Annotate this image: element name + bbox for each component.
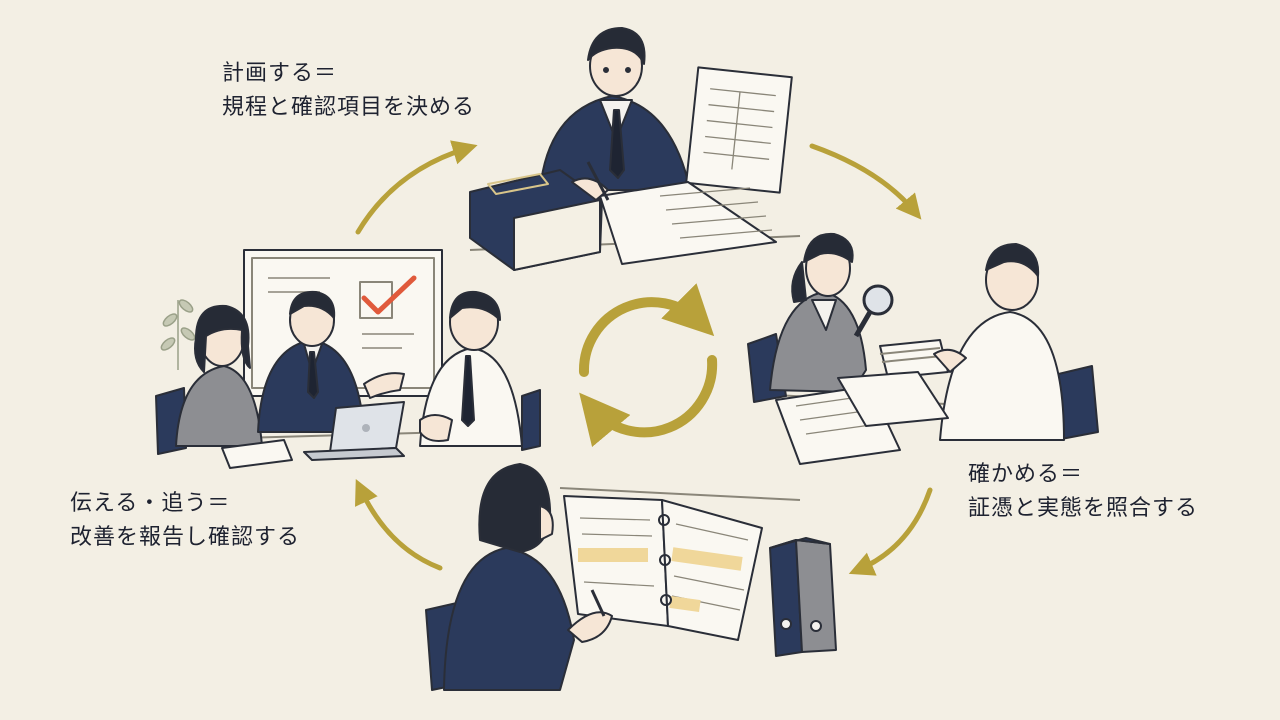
do-scene bbox=[425, 463, 837, 691]
cycle-arrows-icon bbox=[578, 283, 718, 448]
step-label-act-line1: 伝える・追う＝ bbox=[70, 491, 231, 516]
check-scene bbox=[747, 232, 1099, 465]
step-label-plan-line1: 計画する＝ bbox=[222, 61, 338, 86]
magnifying-glass-icon bbox=[853, 284, 894, 338]
plan-held-document bbox=[685, 66, 793, 194]
arrow-plan-to-check bbox=[809, 143, 922, 220]
plant bbox=[160, 299, 196, 370]
step-label-plan-line2: 規程と確認項目を決める bbox=[222, 95, 476, 120]
laptop-icon bbox=[303, 401, 405, 461]
arrow-do-to-act bbox=[355, 478, 443, 571]
step-label-act-line2: 改善を報告し確認する bbox=[70, 525, 301, 550]
notebook bbox=[221, 439, 293, 469]
step-label-check-line1: 確かめる＝ bbox=[968, 462, 1084, 487]
outer-cycle-arrows bbox=[355, 140, 933, 576]
arrow-act-to-plan bbox=[355, 140, 478, 235]
step-label-act: 伝える・追う＝ 改善を報告し確認する bbox=[70, 487, 300, 555]
act-scene bbox=[155, 249, 541, 469]
check-mark-icon bbox=[361, 275, 417, 315]
arrow-check-to-do bbox=[848, 487, 933, 576]
check-man-body bbox=[939, 311, 1065, 441]
step-label-check: 確かめる＝ 証憑と実態を照合する bbox=[968, 458, 1198, 526]
do-woman-body bbox=[443, 547, 575, 691]
step-label-check-line2: 証憑と実態を照合する bbox=[968, 496, 1199, 521]
step-label-plan: 計画する＝ 規程と確認項目を決める bbox=[222, 57, 475, 125]
binder-icon bbox=[769, 537, 837, 657]
plan-scene bbox=[469, 27, 801, 271]
binder-rings bbox=[658, 514, 672, 606]
